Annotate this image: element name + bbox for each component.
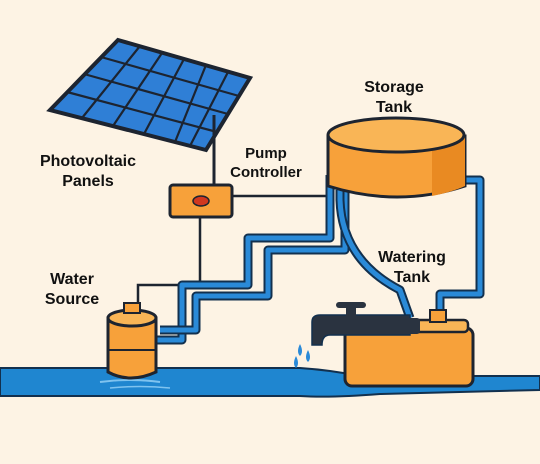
faucet-handle [336,302,366,308]
label-pump-line1: Pump [245,145,287,162]
label-watering-line2: Tank [394,269,430,286]
controller-light [192,195,210,207]
water-drop [294,356,298,368]
panel-grid [66,45,240,147]
storage-tank-icon [326,116,467,199]
water-drop [306,350,310,362]
label-water-line1: Water [50,271,94,288]
faucet-coupling [398,318,420,334]
source-wire [136,210,202,305]
faucet-spout [311,314,411,346]
source-cap [123,302,141,314]
solar-panel-icon [46,37,254,190]
storage-tank-top [326,116,466,154]
faucet-stem [346,306,356,316]
piping [155,175,485,345]
storage-outlet-pipe [437,177,483,322]
label-water-line2: Source [45,291,99,308]
label-pump-line2: Controller [230,164,302,181]
label-photovoltaic-line1: Photovoltaic [40,153,136,170]
watering-tank-body [343,326,475,388]
label-photovoltaic-line2: Panels [62,173,114,190]
water-ripple [109,385,171,389]
storage-to-faucet-pipe [337,190,413,319]
label-watering-line1: Watering [378,249,446,266]
water-drop [298,344,302,356]
pump-controller-icon [168,183,234,219]
storage-tank-shade [432,136,465,196]
storage-outlet-pipe-outline [435,175,485,322]
watering-tank-inlet [429,309,447,323]
label-storage-line1: Storage [364,79,424,96]
water-drops-icon [294,344,310,368]
source-cylinder-body [106,316,158,380]
return-pipe [160,190,348,333]
water-ripple [99,379,161,383]
water-source-cylinder-icon [106,302,158,380]
faucet-icon [311,302,420,346]
supply-pipe [155,175,333,343]
label-storage-line2: Tank [376,99,412,116]
